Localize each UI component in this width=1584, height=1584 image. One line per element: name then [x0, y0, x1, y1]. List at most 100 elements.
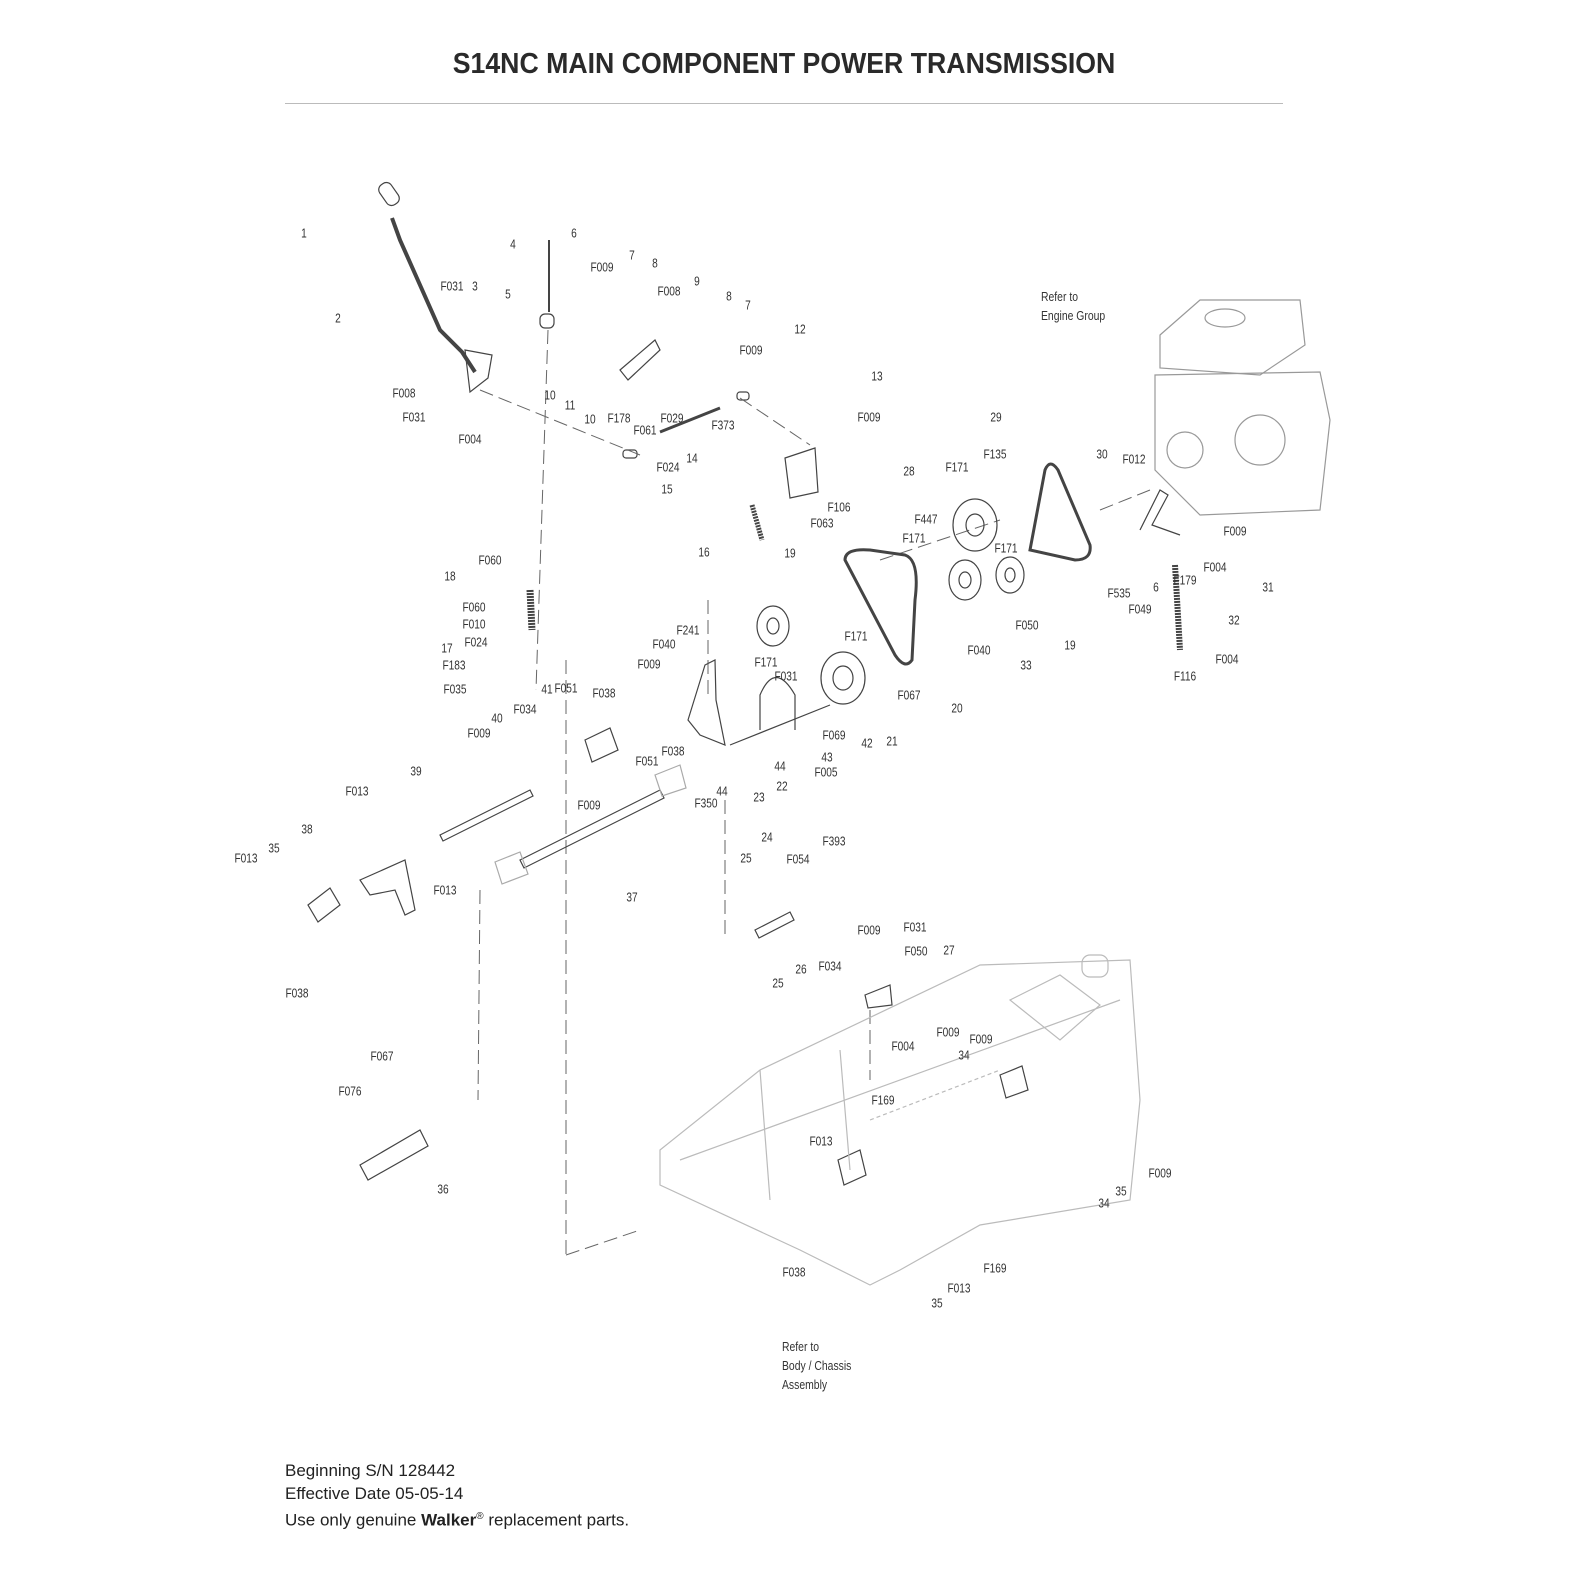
callout: 38	[301, 821, 313, 837]
callout: F031	[402, 409, 426, 425]
note-line: Engine Group	[1041, 308, 1106, 323]
brackets	[687, 489, 1183, 746]
callout: 44	[774, 758, 786, 774]
callout: 11	[564, 397, 576, 413]
callout: F009	[590, 259, 614, 275]
callout: 35	[931, 1295, 943, 1311]
callout: 19	[784, 545, 796, 561]
note-text: replacement parts.	[488, 1510, 630, 1530]
linkage-parts	[526, 240, 819, 631]
callout: 14	[686, 450, 698, 466]
callout: 6	[1153, 579, 1159, 595]
callout: 25	[740, 850, 752, 866]
callout: F051	[554, 680, 578, 696]
callout: F009	[857, 409, 881, 425]
callout: F040	[652, 636, 676, 652]
callout: 34	[958, 1047, 970, 1063]
page-title: S14NC MAIN COMPONENT POWER TRANSMISSION	[452, 48, 1116, 80]
pulleys	[756, 498, 1025, 705]
callout: 34	[1098, 1195, 1110, 1211]
callout: F004	[1203, 559, 1227, 575]
callout: 39	[410, 763, 422, 779]
callout: 44	[716, 783, 728, 799]
note-line: Assembly	[782, 1377, 828, 1392]
callout: F009	[1148, 1165, 1172, 1181]
callout: F004	[458, 431, 482, 447]
callout: 37	[626, 889, 638, 905]
callout: F013	[433, 882, 457, 898]
callout: 32	[1228, 612, 1240, 628]
callout: F029	[660, 410, 684, 426]
callout: F009	[936, 1024, 960, 1040]
callout: F009	[577, 797, 601, 813]
callout: F031	[903, 919, 927, 935]
callout: F004	[1215, 651, 1239, 667]
callout: 22	[776, 778, 788, 794]
callout: F054	[786, 851, 810, 867]
callout: 24	[761, 829, 773, 845]
callout: F535	[1107, 585, 1131, 601]
callout: 16	[698, 544, 710, 560]
callout: F179	[1173, 572, 1197, 588]
callout: 36	[437, 1181, 449, 1197]
callout: F031	[440, 278, 464, 294]
callout: 42	[861, 735, 873, 751]
callout: 28	[903, 463, 915, 479]
callout: F183	[442, 657, 466, 673]
callout: F169	[871, 1092, 895, 1108]
callout: 29	[990, 409, 1002, 425]
callout: F116	[1173, 668, 1197, 684]
callout: F076	[338, 1083, 362, 1099]
callout: F051	[635, 753, 659, 769]
callout: F009	[969, 1031, 993, 1047]
footer: Beginning S/N 128442 Effective Date 05-0…	[285, 1459, 629, 1532]
callout: 7	[745, 297, 751, 313]
serial-number: Beginning S/N 128442	[285, 1461, 456, 1480]
callout: F171	[902, 530, 926, 546]
callout: F169	[983, 1260, 1007, 1276]
shafts	[359, 704, 831, 1181]
callout: 18	[444, 568, 456, 584]
registered-mark: ®	[476, 1511, 484, 1522]
callout: F013	[345, 783, 369, 799]
note-text: Use only genuine	[285, 1510, 417, 1530]
callout: F005	[814, 764, 838, 780]
callout: F061	[633, 422, 657, 438]
callout: 8	[726, 288, 732, 304]
callout: F012	[1122, 451, 1146, 467]
callout: 25	[772, 975, 784, 991]
callout: 17	[441, 640, 453, 656]
callout: F135	[983, 446, 1007, 462]
belts	[843, 462, 1092, 666]
callout: 8	[652, 255, 658, 271]
callout: F013	[809, 1133, 833, 1149]
callout: F049	[1128, 601, 1152, 617]
callout: F038	[661, 743, 685, 759]
callout: 2	[335, 310, 341, 326]
callout: 1	[301, 225, 307, 241]
callout: F038	[285, 985, 309, 1001]
callout: 6	[571, 225, 577, 241]
callout: 5	[505, 286, 511, 302]
note-line: Refer to	[1041, 289, 1078, 304]
callout: F009	[857, 922, 881, 938]
callout: F034	[513, 701, 537, 717]
callout: 19	[1064, 637, 1076, 653]
callout: 40	[491, 710, 503, 726]
callout: 13	[871, 368, 883, 384]
title-divider	[285, 103, 1283, 104]
callout: F004	[891, 1038, 915, 1054]
callout: F241	[676, 622, 700, 638]
callout: F447	[914, 511, 938, 527]
callout: F050	[1015, 617, 1039, 633]
callout: 12	[794, 321, 806, 337]
callout: F009	[1223, 523, 1247, 539]
callout: 21	[886, 733, 898, 749]
callout: F035	[443, 681, 467, 697]
callout: 35	[268, 840, 280, 856]
callout: 4	[510, 236, 516, 252]
effective-date: Effective Date 05-05-14	[285, 1484, 464, 1503]
callout: F024	[656, 459, 680, 475]
engine-illustration	[1154, 299, 1331, 516]
callout: F009	[637, 656, 661, 672]
